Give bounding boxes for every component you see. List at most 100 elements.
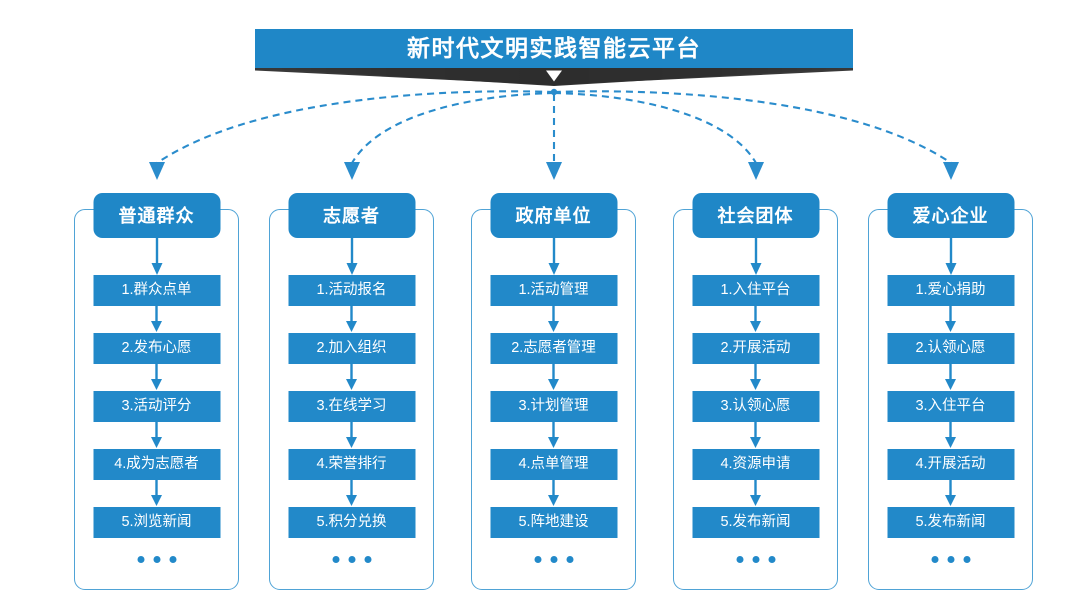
list-item[interactable]: 2.加入组织 [288, 333, 415, 364]
list-item-label: 2.志愿者管理 [511, 340, 596, 357]
ellipsis-dot [137, 556, 144, 563]
column-items-social-group: 1.入住平台 2.开展活动 3.认领心愿 4.资源申请 5.发布新闻 [692, 275, 819, 563]
list-item[interactable]: 3.在线学习 [288, 391, 415, 422]
more-items-ellipsis [288, 556, 415, 563]
column-items-charity-enterprise: 1.爱心捐助 2.认领心愿 3.入住平台 4.开展活动 5.发布新闻 [887, 275, 1014, 563]
arrow-between-items [288, 364, 415, 391]
list-item[interactable]: 2.开展活动 [692, 333, 819, 364]
list-item-label: 1.活动报名 [316, 282, 387, 299]
arrow-between-items [692, 422, 819, 449]
list-item[interactable]: 2.认领心愿 [887, 333, 1014, 364]
list-item[interactable]: 4.荣誉排行 [288, 449, 415, 480]
hub-node [550, 88, 558, 96]
list-item[interactable]: 4.开展活动 [887, 449, 1014, 480]
ellipsis-dot [332, 556, 339, 563]
ellipsis-dot [947, 556, 954, 563]
column-header-charity-enterprise[interactable]: 爱心企业 [887, 193, 1014, 238]
list-item-label: 2.加入组织 [316, 340, 387, 357]
list-item-label: 1.活动管理 [518, 282, 589, 299]
more-items-ellipsis [490, 556, 617, 563]
list-item-label: 1.爱心捐助 [915, 282, 986, 299]
column-header-label: 普通群众 [118, 205, 195, 226]
column-header-label: 志愿者 [323, 205, 380, 226]
arrow-between-items [93, 306, 220, 333]
list-item[interactable]: 3.活动评分 [93, 391, 220, 422]
list-item[interactable]: 1.群众点单 [93, 275, 220, 306]
list-item[interactable]: 3.计划管理 [490, 391, 617, 422]
list-item-label: 4.成为志愿者 [114, 456, 199, 473]
ellipsis-dot [963, 556, 970, 563]
arrow-between-items [490, 364, 617, 391]
arrow-between-items [490, 422, 617, 449]
list-item[interactable]: 2.发布心愿 [93, 333, 220, 364]
ellipsis-dot [736, 556, 743, 563]
ellipsis-dot [566, 556, 573, 563]
ellipsis-dot [752, 556, 759, 563]
page-title: 新时代文明实践智能云平台 [407, 35, 701, 61]
ellipsis-dot [169, 556, 176, 563]
column-header-general-public[interactable]: 普通群众 [93, 193, 220, 238]
list-item-label: 5.发布新闻 [915, 514, 986, 531]
ellipsis-dot [153, 556, 160, 563]
connector-to-volunteer [351, 91, 555, 164]
column-items-general-public: 1.群众点单 2.发布心愿 3.活动评分 4.成为志愿者 5.浏览新闻 [93, 275, 220, 563]
list-item[interactable]: 3.认领心愿 [692, 391, 819, 422]
list-item[interactable]: 2.志愿者管理 [490, 333, 617, 364]
arrow-between-items [288, 480, 415, 507]
list-item-label: 3.在线学习 [316, 398, 387, 415]
list-item[interactable]: 4.点单管理 [490, 449, 617, 480]
arrow-header-to-item-charity-enterprise [945, 238, 956, 275]
column-government-unit: 政府单位 1.活动管理 2.志愿者管理 3.计划管理 4.点单管理 5.阵地建设 [471, 193, 636, 590]
arrow-between-items [692, 480, 819, 507]
list-item[interactable]: 5.浏览新闻 [93, 507, 220, 538]
arrow-between-items [288, 422, 415, 449]
more-items-ellipsis [93, 556, 220, 563]
arrow-between-items [887, 422, 1014, 449]
list-item[interactable]: 3.入住平台 [887, 391, 1014, 422]
arrow-between-items [93, 480, 220, 507]
list-item-label: 2.开展活动 [720, 340, 791, 357]
column-header-government-unit[interactable]: 政府单位 [490, 193, 617, 238]
list-item-label: 4.点单管理 [518, 456, 589, 473]
list-item[interactable]: 5.发布新闻 [887, 507, 1014, 538]
arrow-header-to-item-volunteer [346, 238, 357, 275]
list-item-label: 3.活动评分 [121, 398, 192, 415]
arrow-header-to-item-general-public [151, 238, 162, 275]
list-item-label: 3.计划管理 [518, 398, 589, 415]
column-general-public: 普通群众 1.群众点单 2.发布心愿 3.活动评分 4.成为志愿者 5.浏览新闻 [74, 193, 239, 590]
list-item-label: 5.积分兑换 [316, 514, 387, 531]
list-item[interactable]: 1.活动管理 [490, 275, 617, 306]
arrow-between-items [887, 364, 1014, 391]
column-header-label: 爱心企业 [912, 205, 989, 226]
arrow-between-items [93, 422, 220, 449]
list-item-label: 5.浏览新闻 [121, 514, 192, 531]
column-items-volunteer: 1.活动报名 2.加入组织 3.在线学习 4.荣誉排行 5.积分兑换 [288, 275, 415, 563]
list-item-label: 4.资源申请 [720, 456, 791, 473]
list-item[interactable]: 5.发布新闻 [692, 507, 819, 538]
list-item-label: 1.入住平台 [720, 282, 791, 299]
list-item-label: 5.发布新闻 [720, 514, 791, 531]
list-item-label: 3.入住平台 [915, 398, 986, 415]
list-item-label: 5.阵地建设 [518, 514, 589, 531]
list-item[interactable]: 4.资源申请 [692, 449, 819, 480]
list-item-label: 4.荣誉排行 [316, 456, 387, 473]
list-item[interactable]: 5.阵地建设 [490, 507, 617, 538]
ellipsis-dot [364, 556, 371, 563]
column-header-volunteer[interactable]: 志愿者 [288, 193, 415, 238]
column-charity-enterprise: 爱心企业 1.爱心捐助 2.认领心愿 3.入住平台 4.开展活动 5.发布新闻 [868, 193, 1033, 590]
list-item-label: 1.群众点单 [121, 282, 192, 299]
column-header-social-group[interactable]: 社会团体 [692, 193, 819, 238]
list-item[interactable]: 5.积分兑换 [288, 507, 415, 538]
more-items-ellipsis [692, 556, 819, 563]
connector-to-general-public [156, 90, 555, 164]
column-items-government-unit: 1.活动管理 2.志愿者管理 3.计划管理 4.点单管理 5.阵地建设 [490, 275, 617, 563]
list-item[interactable]: 1.活动报名 [288, 275, 415, 306]
arrow-between-items [887, 480, 1014, 507]
list-item[interactable]: 1.爱心捐助 [887, 275, 1014, 306]
ellipsis-dot [348, 556, 355, 563]
list-item-label: 2.发布心愿 [121, 340, 192, 357]
list-item[interactable]: 1.入住平台 [692, 275, 819, 306]
list-item-label: 2.认领心愿 [915, 340, 986, 357]
list-item[interactable]: 4.成为志愿者 [93, 449, 220, 480]
arrow-between-items [692, 364, 819, 391]
